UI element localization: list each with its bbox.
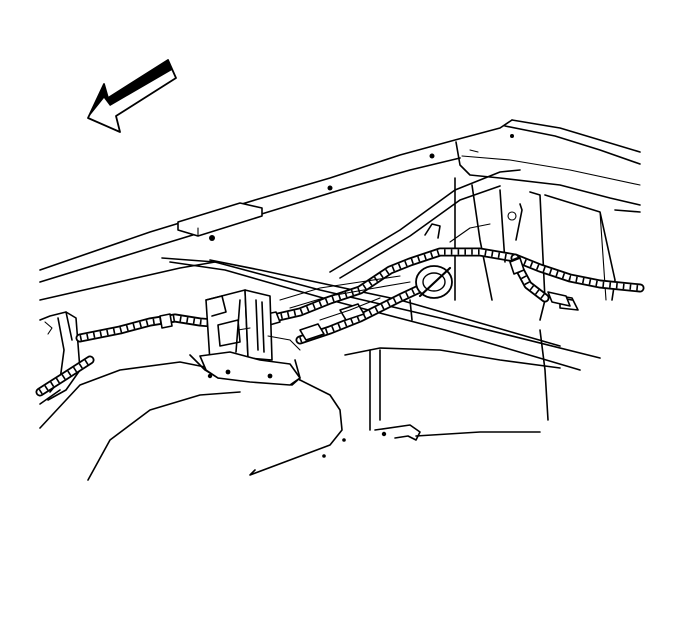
radiator-support-left (39, 311, 81, 405)
cowl-and-fender-outline (39, 119, 641, 301)
harness-branch-wires (267, 223, 491, 351)
fender-apron (409, 177, 641, 321)
front-of-vehicle-arrow-icon (87, 59, 177, 133)
harness-mounting-bracket (199, 289, 301, 386)
wiring-harness (35, 247, 645, 397)
harness-grommet (415, 265, 453, 299)
wheel-house (39, 329, 561, 481)
